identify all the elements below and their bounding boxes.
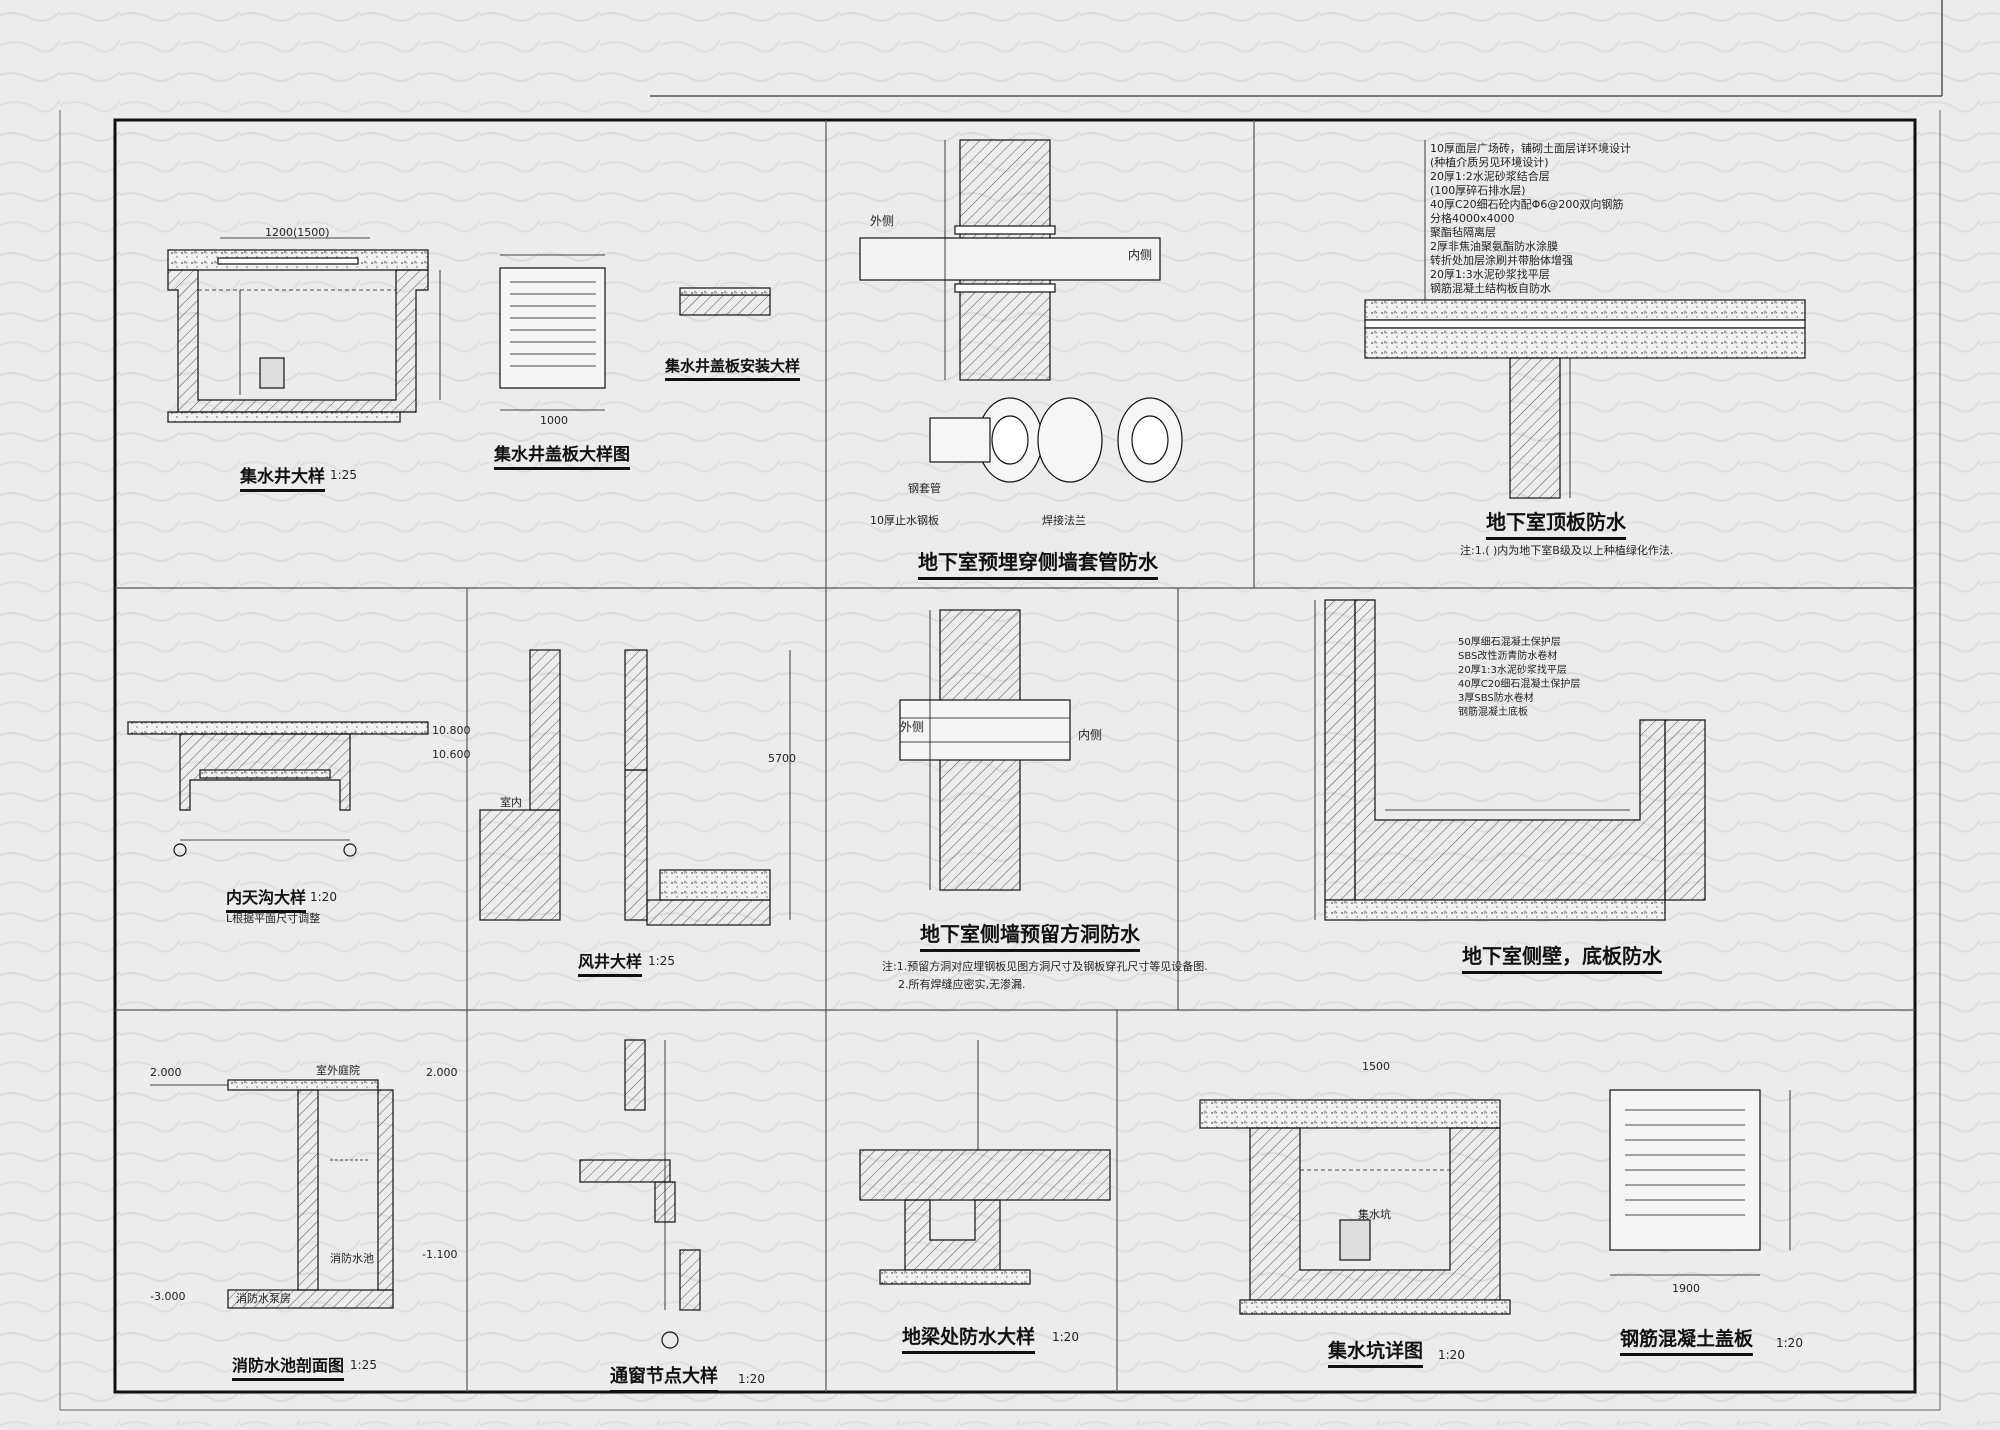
ground-beam-detail <box>859 1040 1111 1285</box>
dim-5700: 5700 <box>768 752 796 765</box>
title-ground-beam: 地梁处防水大样 <box>902 1322 1036 1354</box>
title-catch-pit: 集水坑详图 <box>1328 1336 1424 1368</box>
wall-layer: 50厚细石混凝土保护层 <box>1458 637 1561 648</box>
label-pipe-1: 钢套管 <box>908 482 941 495</box>
scale-ground-beam: 1:20 <box>1052 1330 1079 1344</box>
roof-layer: 分格4000x4000 <box>1430 212 1515 225</box>
title-sump: 集水井大样 <box>240 462 325 492</box>
label-outside: 外侧 <box>870 214 895 228</box>
elev-2: 10.600 <box>432 748 471 761</box>
title-wall-opening: 地下室侧墙预留方洞防水 <box>920 918 1140 952</box>
wall-layer: 40厚C20细石混凝土保护层 <box>1458 679 1581 690</box>
dim-1900: 1900 <box>1672 1282 1700 1295</box>
title-air-shaft: 风井大样 <box>578 948 643 977</box>
title-window: 通窗节点大样 <box>610 1362 718 1393</box>
fire-pool-detail <box>150 1079 394 1309</box>
label-pump-room: 消防水泵房 <box>236 1292 291 1305</box>
wall-layer: 3厚SBS防水卷材 <box>1458 693 1534 704</box>
scale-gutter: 1:20 <box>310 890 337 904</box>
dim-1000: 1000 <box>540 414 568 427</box>
elev-4: 2.000 <box>426 1066 458 1079</box>
wall-layer: 钢筋混凝土底板 <box>1458 707 1528 718</box>
title-gutter: 内天沟大样 <box>226 884 307 913</box>
elev-6: -3.000 <box>150 1290 186 1303</box>
scale-air-shaft: 1:25 <box>648 954 675 968</box>
label-pool: 消防水池 <box>330 1252 374 1265</box>
scale-rc-cover: 1:20 <box>1776 1336 1803 1350</box>
wall-opening-detail <box>899 609 1071 891</box>
title-sleeve: 地下室预埋穿侧墙套管防水 <box>918 546 1158 580</box>
roof-layer: 40厚C20细石砼内配Φ6@200双向钢筋 <box>1430 198 1624 211</box>
roof-layer: 聚酯毡隔离层 <box>1430 226 1496 239</box>
label-outside-2: 外侧 <box>900 720 925 734</box>
dim-1200: 1200(1500) <box>265 226 330 239</box>
label-pipe-3: 焊接法兰 <box>1042 514 1086 527</box>
label-catch-pit: 集水坑 <box>1358 1208 1391 1221</box>
label-outdoor-court: 室外庭院 <box>316 1064 360 1077</box>
title-fire-pool: 消防水池剖面图 <box>232 1352 345 1381</box>
label-inside-2: 内侧 <box>1078 728 1103 742</box>
sump-detail <box>167 237 441 423</box>
label-pipe-2: 10厚止水钢板 <box>870 514 939 527</box>
roof-layer: 10厚面层广场砖，铺砌土面层详环境设计 <box>1430 142 1631 155</box>
title-roof-slab: 地下室顶板防水 <box>1486 506 1626 540</box>
wall-base-detail <box>1314 599 1706 921</box>
elev-3: 2.000 <box>150 1066 182 1079</box>
catch-pit-detail <box>1199 1099 1511 1315</box>
roof-layer: 钢筋混凝土结构板自防水 <box>1430 282 1551 295</box>
scale-window: 1:20 <box>738 1372 765 1386</box>
elev-1: 10.800 <box>432 724 471 737</box>
scale-fire-pool: 1:25 <box>350 1358 377 1372</box>
roof-layer-notes: 10厚面层广场砖，铺砌土面层详环境设计 (种植介质另见环境设计) 20厚1:2水… <box>1430 142 1631 296</box>
window-detail <box>579 1039 701 1349</box>
gutter-detail <box>127 721 429 857</box>
title-rc-cover: 钢筋混凝土盖板 <box>1620 1324 1754 1356</box>
roof-layer: 20厚1:2水泥砂浆结合层 <box>1430 170 1550 183</box>
scale-sump: 1:25 <box>330 468 357 482</box>
note-wall-opening-1: 注:1.预留方洞对应埋钢板见图方洞尺寸及钢板穿孔尺寸等见设备图. <box>882 960 1208 973</box>
note-gutter: L根据平面尺寸调整 <box>226 912 321 925</box>
roof-layer: (种植介质另见环境设计) <box>1430 156 1549 169</box>
scale-catch-pit: 1:20 <box>1438 1348 1465 1362</box>
note-roof-slab: 注:1.( )内为地下室B级及以上种植绿化作法. <box>1460 544 1674 557</box>
roof-slab-detail <box>1364 140 1806 499</box>
roof-layer: 2厚非焦油聚氨酯防水涂膜 <box>1430 240 1558 253</box>
note-wall-opening-2: 2.所有焊缝应密实,无渗漏. <box>898 978 1026 991</box>
sleeve-detail <box>859 139 1183 483</box>
title-cover-install: 集水井盖板安装大样 <box>665 355 801 381</box>
dim-1500: 1500 <box>1362 1060 1390 1073</box>
wall-layer: SBS改性沥青防水卷材 <box>1458 651 1558 662</box>
title-wall-base: 地下室侧壁，底板防水 <box>1462 940 1662 974</box>
wall-layer-notes: 50厚细石混凝土保护层 SBS改性沥青防水卷材 20厚1:3水泥砂浆找平层 40… <box>1458 636 1580 720</box>
wall-layer: 20厚1:3水泥砂浆找平层 <box>1458 665 1567 676</box>
rc-cover-detail <box>1609 1089 1791 1276</box>
roof-layer: 转折处加层涂刷并带胎体增强 <box>1430 254 1573 267</box>
label-room: 室内 <box>500 796 522 809</box>
elev-5: -1.100 <box>422 1248 458 1261</box>
cover-plate-detail <box>499 254 771 411</box>
roof-layer: (100厚碎石排水层) <box>1430 184 1526 197</box>
air-shaft-detail <box>479 649 791 926</box>
title-cover-plate: 集水井盖板大样图 <box>494 440 630 470</box>
label-inside: 内侧 <box>1128 248 1153 262</box>
roof-layer: 20厚1:3水泥砂浆找平层 <box>1430 268 1550 281</box>
